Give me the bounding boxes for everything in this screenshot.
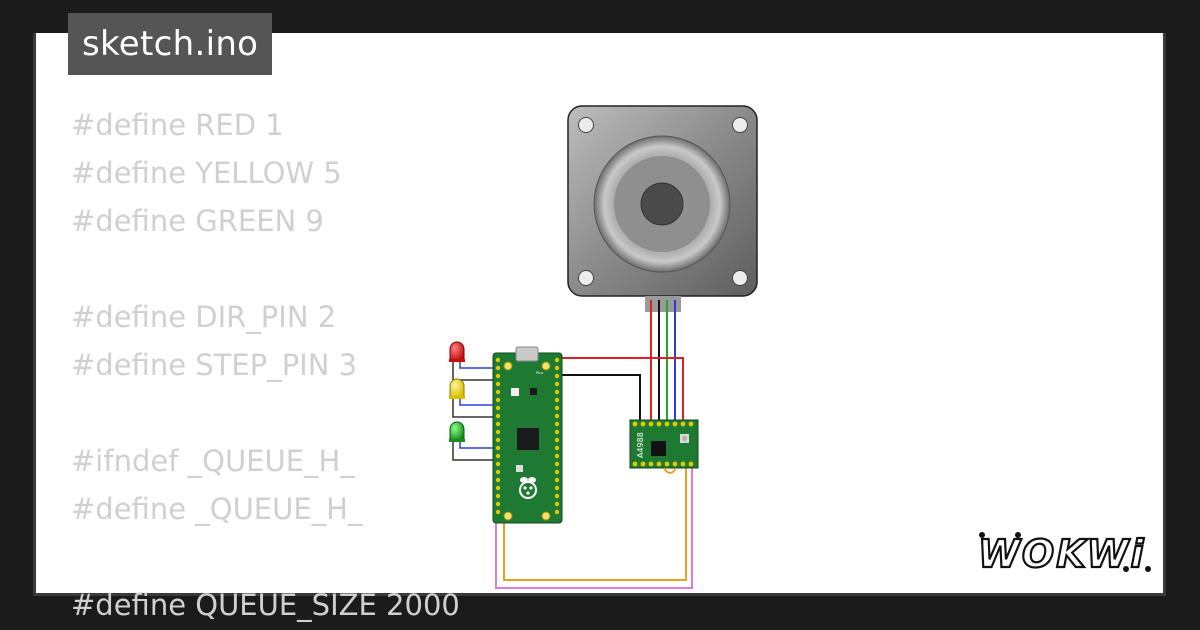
wokwi-logo-text: WOKWi bbox=[978, 532, 1146, 576]
code-line: #define _QUEUE_H_ bbox=[71, 492, 363, 526]
raspberry-pi-pico[interactable]: Pico bbox=[492, 346, 563, 524]
stepper-motor[interactable] bbox=[567, 105, 758, 312]
code-line: #define RED 1 bbox=[71, 108, 284, 142]
code-preview: #define RED 1 #define YELLOW 5 #define G… bbox=[71, 101, 460, 629]
driver-label: A4988 bbox=[636, 432, 645, 458]
a4988-driver[interactable]: A4988 bbox=[629, 419, 699, 474]
code-line: #ifndef _QUEUE_H_ bbox=[71, 444, 355, 478]
led-yellow[interactable] bbox=[449, 378, 493, 418]
led-red[interactable] bbox=[449, 341, 493, 381]
code-line: #define YELLOW 5 bbox=[71, 156, 342, 190]
led-green[interactable] bbox=[449, 421, 493, 461]
code-line: #define QUEUE_SIZE 2000 bbox=[71, 588, 460, 622]
code-line: #define STEP_PIN 3 bbox=[71, 348, 358, 382]
code-line: #define GREEN 9 bbox=[71, 204, 324, 238]
file-tab[interactable]: sketch.ino bbox=[68, 13, 273, 75]
wokwi-logo: WOKWi bbox=[977, 531, 1151, 577]
preview-card: #define RED 1 #define YELLOW 5 #define G… bbox=[33, 33, 1166, 622]
raspberry-pi-logo-icon bbox=[519, 477, 537, 499]
board-silkscreen: Pico bbox=[536, 371, 543, 375]
code-line: #define DIR_PIN 2 bbox=[71, 300, 337, 334]
motor-wires bbox=[650, 300, 676, 424]
